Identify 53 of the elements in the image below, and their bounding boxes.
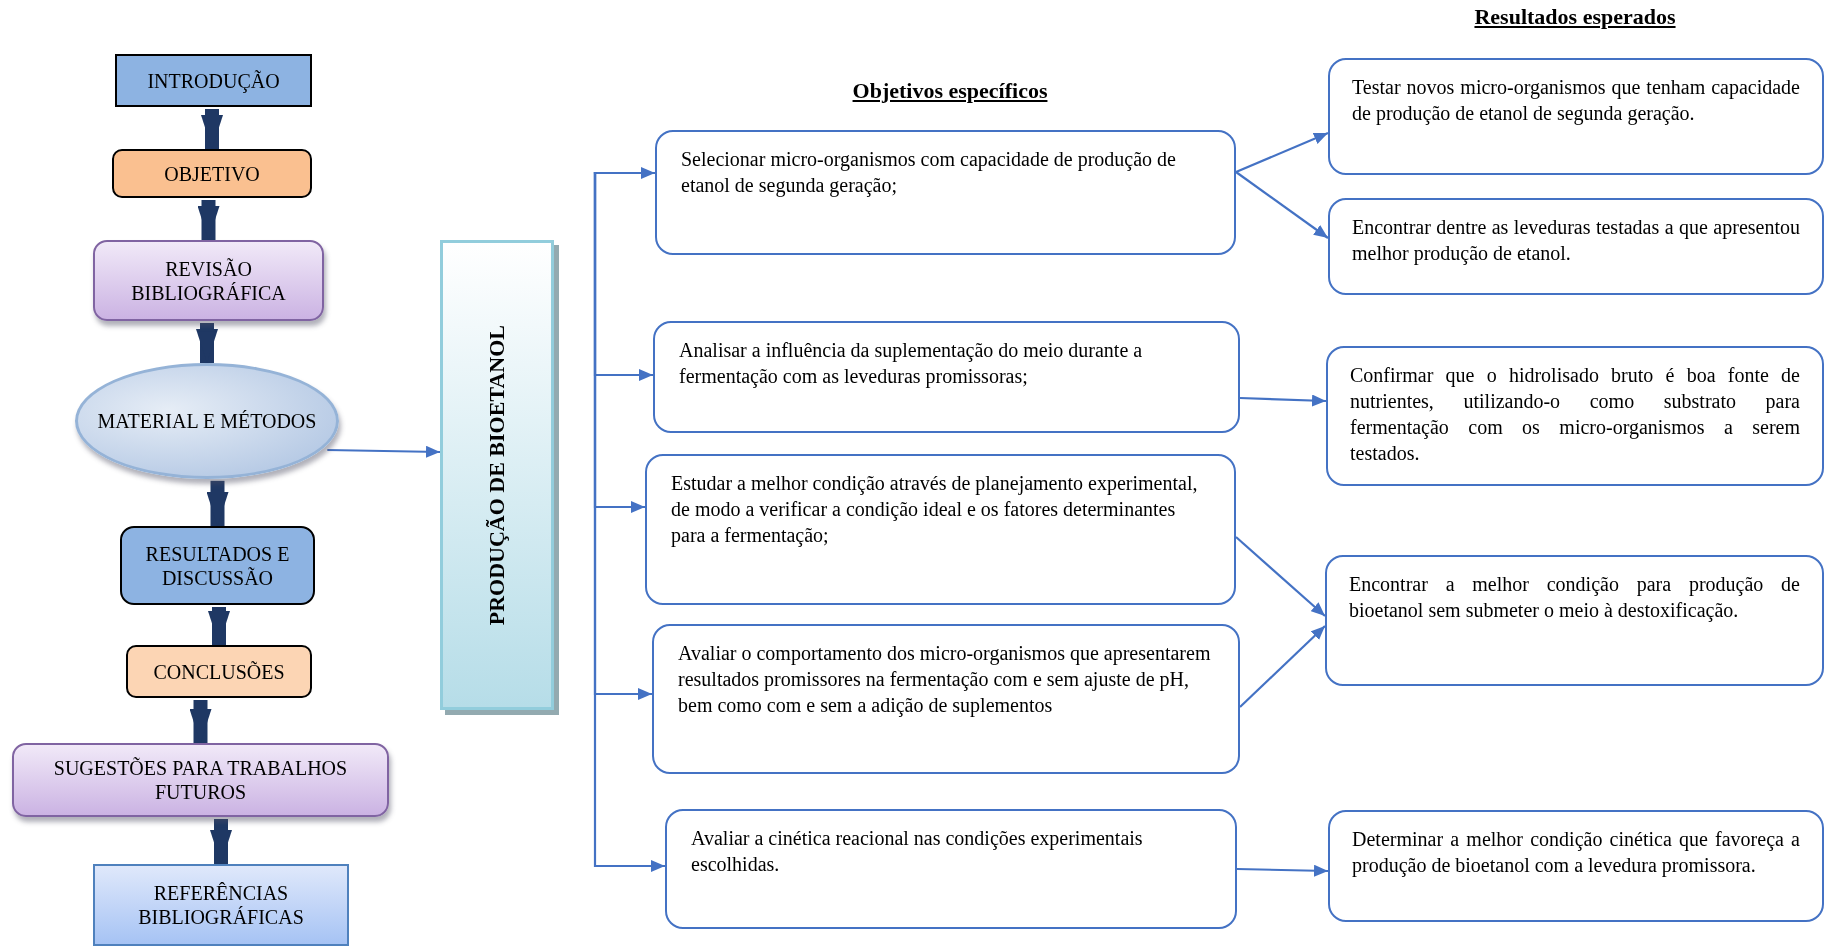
result-box (1328, 198, 1824, 295)
node-text: OBJETIVO (163, 161, 261, 186)
node-text: Estudar a melhor condição através de planejamento experimental, de modo a verificar a condição ideal e os fatores determinantes para a fermentação; (671, 471, 1199, 548)
node-text: RESULTADOS E DISCUSSÃO (144, 541, 291, 590)
node-text: Encontrar a melhor condição para produção de bioetanol sem submeter o meio à destoxificação. (1349, 572, 1800, 623)
arrow (593, 167, 655, 179)
node-text: Encontrar dentre as leveduras testadas a que apresentou melhor produção de etanol. (1352, 215, 1800, 266)
node-text: REFERÊNCIAS BIBLIOGRÁFICAS (137, 881, 305, 929)
node-text: Avaliar o comportamento dos micro-organismos que apresentarem resultados promissores na fermentação com e sem ajuste de pH, bem como com e sem a adição de suplementos (678, 641, 1212, 718)
node-text: CONCLUSÕES (152, 659, 286, 684)
node-text: Testar novos micro-organismos que tenham capacidade de produção de etanol de segunda geração. (1352, 75, 1800, 126)
node-text: Selecionar micro-organismos com capacidade de produção de etanol de segunda geração; (681, 147, 1177, 198)
process-box (12, 743, 389, 817)
result-box (1328, 810, 1824, 922)
node-text: SUGESTÕES PARA TRABALHOS FUTUROS (52, 756, 349, 804)
arrow (1239, 625, 1326, 708)
node-text: Analisar a influência da suplementação do meio durante a fermentação com as leveduras promissoras; (679, 338, 1144, 389)
node-text: REVISÃO BIBLIOGRÁFICA (130, 256, 287, 305)
process-box (93, 864, 349, 946)
objective-box (653, 321, 1240, 433)
arrow (1235, 132, 1329, 173)
node-text: Avaliar a cinética reacional nas condições experimentais escolhidas. (691, 826, 1144, 877)
block-arrow (210, 819, 232, 864)
arrow (593, 172, 665, 872)
node-text: Determinar a melhor condição cinética que favoreça a produção de bioetanol com a levedura promissora. (1352, 827, 1800, 878)
objective-box (645, 454, 1236, 605)
node-text: PRODUÇÃO DE BIOETANOL (483, 324, 510, 626)
node-text: Confirmar que o hidrolisado bruto é boa fonte de nutrientes, utilizando-o como substrato para fermentação com os micro-organismos a serem testados. (1350, 363, 1800, 466)
node-text: INTRODUÇÃO (146, 68, 281, 93)
objective-box (665, 809, 1237, 929)
objective-box (652, 624, 1240, 774)
block-arrow (206, 480, 229, 526)
process-box (126, 645, 312, 698)
block-arrow (201, 109, 223, 149)
section-heading: Resultados esperados (1474, 4, 1676, 30)
process-box (93, 240, 324, 321)
arrow (1236, 864, 1329, 877)
process-box (120, 526, 315, 605)
section-heading: Objetivos específicos (852, 78, 1048, 104)
result-box (1325, 555, 1824, 686)
process-box (115, 54, 312, 107)
block-arrow (197, 200, 220, 240)
result-box (1326, 346, 1824, 486)
block-arrow (208, 607, 230, 645)
arrow (1235, 536, 1326, 617)
block-arrow (196, 323, 218, 363)
objective-box (655, 130, 1236, 255)
result-box (1328, 58, 1824, 175)
arrow (1239, 394, 1327, 407)
block-arrow (189, 700, 212, 743)
arrow (1235, 171, 1329, 239)
node-text: MATERIAL E MÉTODOS (96, 409, 318, 433)
process-box (112, 149, 312, 198)
